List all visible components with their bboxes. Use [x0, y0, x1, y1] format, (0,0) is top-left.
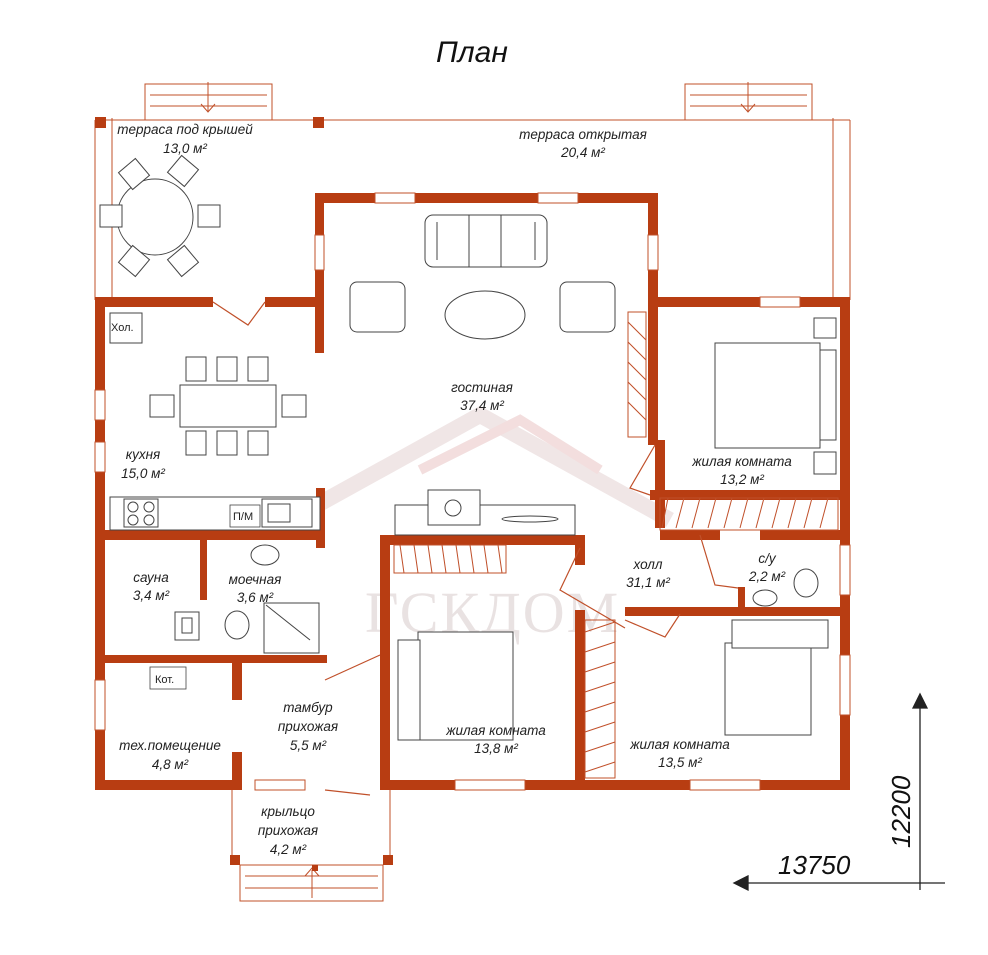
- bed-icon: [714, 342, 821, 449]
- room-area: 13,2 м²: [720, 472, 764, 487]
- thin-outlines: [94, 83, 851, 902]
- room-area: 31,1 м²: [626, 575, 670, 590]
- sofa-icon: [424, 214, 548, 268]
- armchair-icon: [349, 281, 406, 333]
- room-area: 37,4 м²: [460, 398, 504, 413]
- dimension-width: 13750: [778, 850, 851, 880]
- room-name: крыльцо: [261, 804, 315, 819]
- sink-icon: [250, 544, 280, 566]
- room-name: сауна: [133, 570, 169, 585]
- room-name: тамбур: [283, 700, 333, 715]
- room-name: жилая комната: [445, 723, 546, 738]
- dimension-lines: [732, 692, 945, 892]
- room-name: прихожая: [258, 823, 318, 838]
- coffee-table-icon: [444, 290, 526, 340]
- walls: [95, 193, 850, 790]
- room-area: 13,8 м²: [474, 741, 518, 756]
- tag-pm: П/М: [233, 511, 253, 523]
- plan-title: План: [436, 36, 508, 69]
- room-area: 4,2 м²: [270, 842, 307, 857]
- terrace-posts: [95, 117, 393, 871]
- dining-table-icon: [179, 384, 277, 428]
- room-name: гостиная: [451, 380, 513, 395]
- furniture: [99, 154, 837, 741]
- hatching: [393, 311, 839, 779]
- room-name: тех.помещение: [119, 738, 221, 753]
- toilet-icon: [224, 610, 250, 640]
- room-area: 2,2 м²: [748, 569, 786, 584]
- room-name: с/у: [758, 551, 777, 566]
- doors: [212, 301, 739, 796]
- room-name: моечная: [229, 572, 282, 587]
- room-name: прихожая: [278, 719, 338, 734]
- dimension-height: 12200: [886, 775, 916, 848]
- room-labels: терраса под крышей 13,0 м² терраса откры…: [117, 122, 792, 857]
- room-name: холл: [632, 557, 662, 572]
- tag-hol: Хол.: [111, 322, 134, 334]
- room-name: жилая комната: [691, 454, 792, 469]
- windows: [94, 192, 851, 791]
- toilet-icon: [793, 568, 819, 598]
- room-area: 20,4 м²: [560, 145, 605, 160]
- room-area: 5,5 м²: [290, 738, 327, 753]
- room-name: терраса открытая: [519, 127, 647, 142]
- room-area: 3,6 м²: [237, 590, 274, 605]
- sink-icon: [752, 589, 778, 607]
- room-name: жилая комната: [629, 737, 730, 752]
- room-area: 15,0 м²: [121, 466, 165, 481]
- room-area: 3,4 м²: [133, 588, 170, 603]
- tags: Хол. П/М Кот.: [111, 322, 261, 690]
- room-name: терраса под крышей: [117, 122, 253, 137]
- room-area: 13,0 м²: [163, 141, 207, 156]
- bed-icon: [724, 642, 812, 736]
- room-name: кухня: [126, 447, 161, 462]
- bed-icon: [417, 631, 514, 741]
- tag-kot: Кот.: [155, 674, 174, 686]
- room-area: 13,5 м²: [658, 755, 702, 770]
- round-table-icon: [116, 178, 194, 256]
- step-arrows: [200, 82, 756, 898]
- armchair-icon: [559, 281, 616, 333]
- room-area: 4,8 м²: [152, 757, 189, 772]
